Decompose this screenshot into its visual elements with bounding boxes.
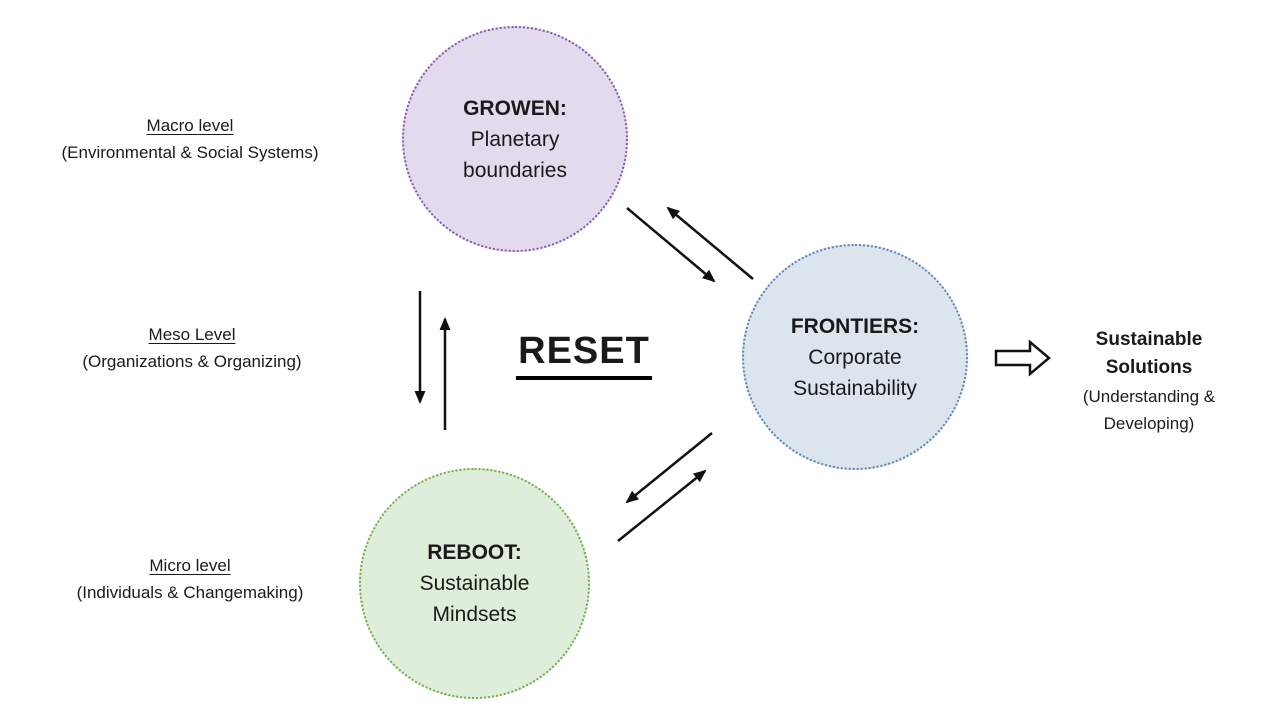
- circle-growen-subtitle: Planetary boundaries: [463, 127, 567, 182]
- circle-growen-title: GROWEN:: [463, 96, 567, 120]
- block-arrow-icon: [994, 339, 1051, 377]
- level-macro-label: Macro level: [146, 116, 234, 135]
- arrow-frontiers-to-growen: [666, 206, 754, 280]
- outcome-title: Sustainable Solutions: [1095, 329, 1203, 378]
- reset-label-text: RESET: [516, 330, 652, 380]
- circle-reboot-title: REBOOT:: [427, 541, 522, 564]
- arrow-growen-to-frontiers: [626, 207, 716, 283]
- circle-reboot: REBOOT: Sustainable Mindsets: [359, 468, 590, 699]
- outcome-detail: (Understanding & Developing): [1082, 387, 1216, 433]
- level-macro: Macro level (Environmental & Social Syst…: [30, 112, 350, 166]
- circle-reboot-subtitle: Sustainable Mindsets: [419, 572, 530, 626]
- level-meso-label: Meso Level: [148, 325, 236, 344]
- level-meso: Meso Level (Organizations & Organizing): [42, 321, 342, 375]
- level-macro-detail: (Environmental & Social Systems): [61, 143, 319, 162]
- circle-frontiers-subtitle: Corporate Sustainability: [793, 345, 917, 400]
- level-micro-detail: (Individuals & Changemaking): [76, 583, 304, 602]
- reset-label: RESET: [500, 330, 668, 380]
- level-meso-detail: (Organizations & Organizing): [82, 352, 302, 371]
- arrow-frontiers-to-reboot: [625, 432, 713, 504]
- outcome-block: Sustainable Solutions (Understanding & D…: [1058, 326, 1240, 437]
- circle-frontiers: FRONTIERS: Corporate Sustainability: [742, 244, 968, 470]
- arrow-reboot-to-frontiers: [617, 469, 707, 542]
- level-micro: Micro level (Individuals & Changemaking): [30, 552, 350, 606]
- circle-frontiers-title: FRONTIERS:: [790, 314, 920, 338]
- level-micro-label: Micro level: [149, 556, 231, 575]
- circle-growen: GROWEN: Planetary boundaries: [402, 26, 628, 252]
